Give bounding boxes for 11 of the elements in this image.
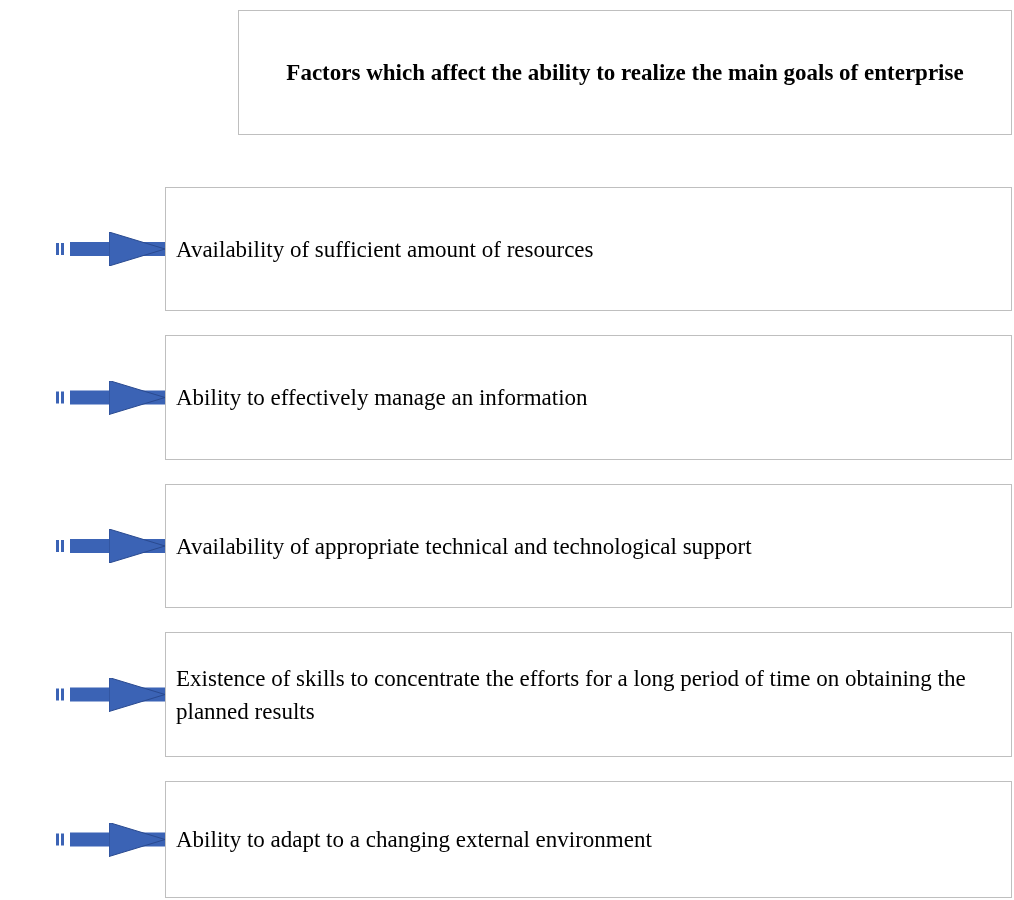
factor-text: Availability of appropriate technical and technological support bbox=[176, 532, 752, 561]
title: Factors which affect the ability to realize the main goals of enterprise bbox=[286, 59, 964, 87]
factor-box bbox=[165, 335, 1012, 460]
factor-box bbox=[165, 484, 1012, 608]
factor-text: Availability of sufficient amount of resources bbox=[176, 235, 594, 264]
factor-text: Ability to adapt to a changing external environment bbox=[176, 826, 652, 854]
factor-box bbox=[165, 781, 1012, 898]
factor-text: Existence of skills to concentrate the efforts for a long period of time on obtaining the planned results bbox=[176, 664, 967, 726]
factor-box bbox=[165, 187, 1012, 311]
factor-text: Ability to effectively manage an information bbox=[176, 384, 588, 412]
factor-box bbox=[165, 632, 1012, 757]
